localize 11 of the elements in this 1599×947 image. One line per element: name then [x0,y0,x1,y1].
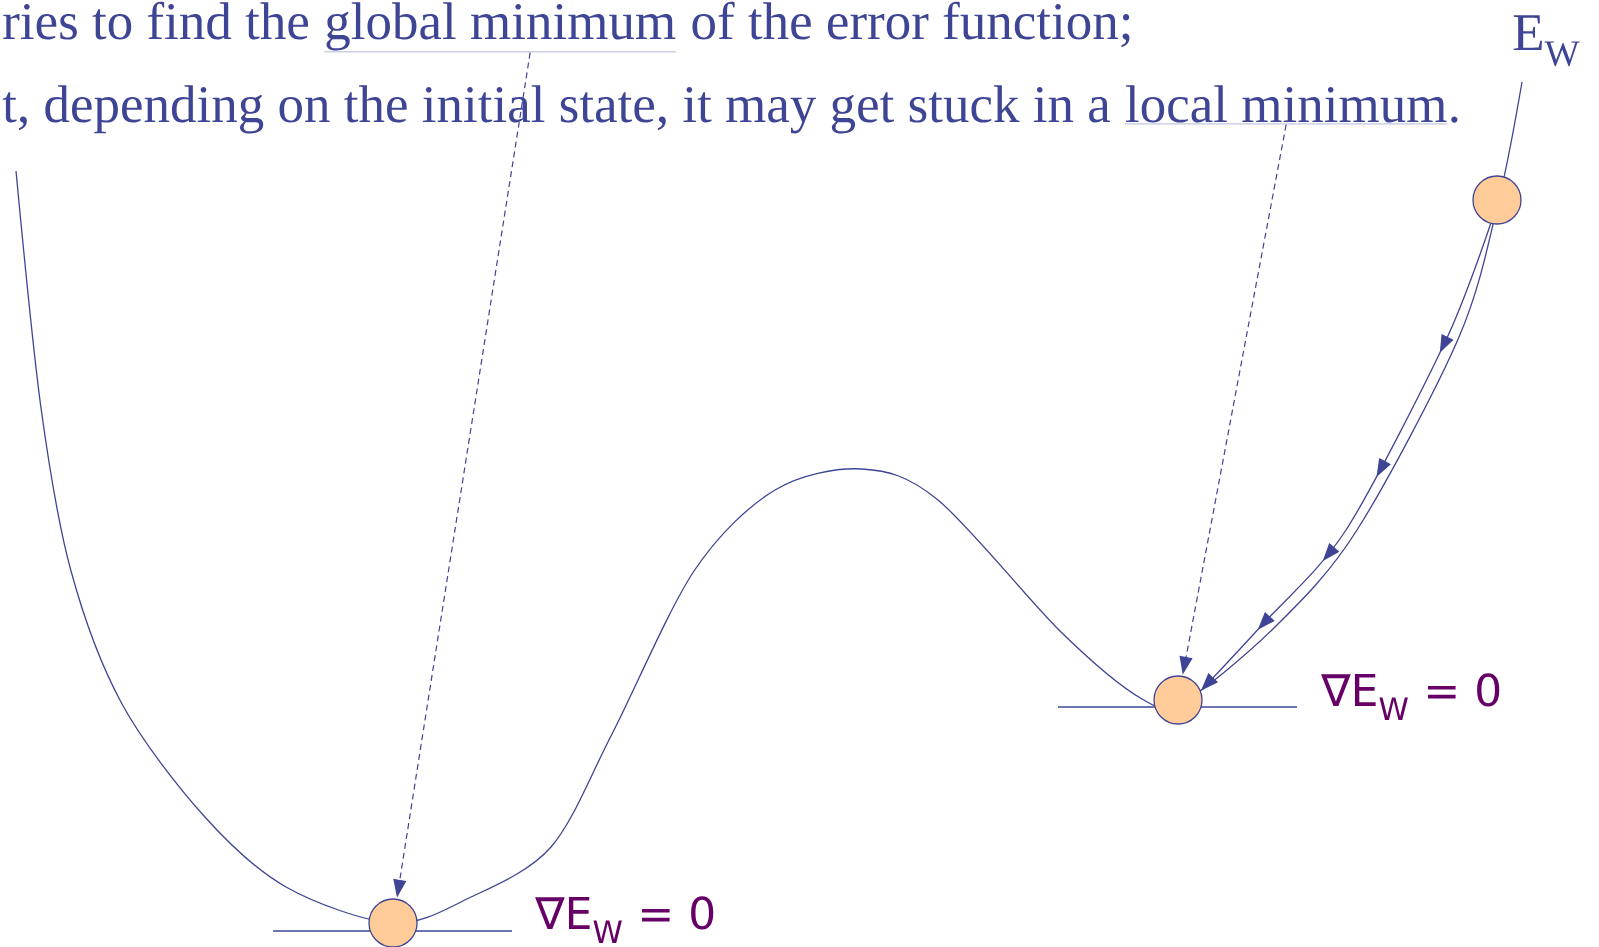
ball [1153,675,1203,725]
ball [1472,175,1522,225]
axis-label: E$_{W}$ [1513,15,1580,67]
underlined-text: global minimum [324,2,677,53]
gradient-label: ∇E$_{W}$ = 0 [1321,673,1500,720]
underlined-text: local minimum [1124,85,1448,125]
gradient-label: ∇E$_{W}$ = 0 [535,896,714,943]
sentence-text: of the error function; [692,1,1130,48]
sentence-text: . [1451,116,1458,123]
sentence-text: t, depending on the initial state, it may get stuck in a [2,85,1110,134]
ball [368,898,418,947]
